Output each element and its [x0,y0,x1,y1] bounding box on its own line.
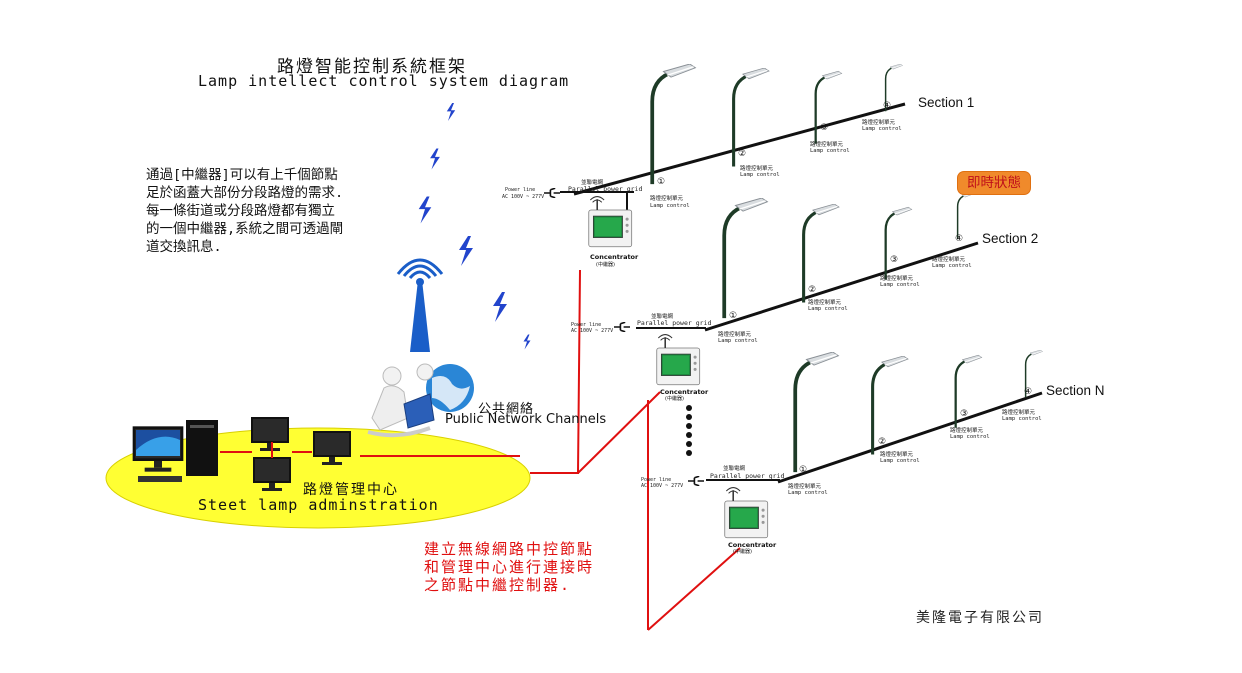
lamp-number: ② [878,437,886,447]
lamp-number: ② [808,285,816,295]
lamp-number: ③ [820,123,828,133]
wireless-bolts [418,103,531,350]
lamp-ctrl-zh: 路燈控制單元 [650,194,684,202]
grid-en-label: Parallel power grid [637,319,711,327]
lamp-ctrl-en: Lamp control [880,458,920,464]
section-2 [614,192,979,386]
section-n [688,350,1044,539]
section-1 [544,64,906,248]
company-name: 美隆電子有限公司 [916,610,1044,626]
lamp-ctrl-en: Lamp control [650,203,690,209]
lamp-number: ① [657,177,665,187]
lamp-ctrl-zh: 路燈控制單元 [880,450,914,458]
public-network-en: Public Network Channels [445,412,607,427]
lamp-pole [795,352,838,472]
title-zh: 路燈智能控制系統框架 [277,57,467,77]
globe-people-icon [367,363,474,438]
lamp-number: ③ [890,255,898,265]
concentrator-label: Concentrator [590,253,639,261]
lamp-ctrl-en: Lamp control [788,490,828,496]
pc-tower [186,420,218,476]
lamp-number: ① [729,311,737,321]
lamp-ctrl-zh: 路燈控制單元 [718,330,752,338]
concentrator-zh: (中繼器) [665,395,684,402]
power-line-label: Power line [571,322,601,328]
lamp-number: ④ [883,101,891,111]
lamp-pole [724,198,767,318]
realtime-status-bubble: 即時狀態 [958,172,1030,194]
lamp-ctrl-en: Lamp control [718,338,758,344]
lamp-ctrl-en: Lamp control [808,306,848,312]
lamp-number: ④ [955,234,963,244]
concentrator-label: Concentrator [728,541,777,549]
concentrator-zh: (中繼器) [596,261,615,268]
concentrator-zh: (中繼器) [733,548,752,555]
lamp-ctrl-zh: 路燈控制單元 [932,255,966,263]
lamp-ctrl-zh: 路燈控制單元 [880,274,914,282]
lamp-number: ④ [1024,387,1032,397]
grid-en-label: Parallel power grid [568,185,642,193]
lamp-pole [956,192,976,240]
power-spec-label: AC 100V ~ 277V [571,328,613,334]
lamp-number: ① [799,465,807,475]
grid-zh-label: 並聯電網 [581,178,604,186]
keyboard [138,476,182,482]
power-line-label: Power line [641,477,671,483]
admin-computers [132,417,351,491]
lamp-ctrl-en: Lamp control [1002,416,1042,422]
lamp-number: ③ [960,409,968,419]
title-en: Lamp intellect control system diagram [198,72,570,90]
section-2-label: Section 2 [982,231,1038,246]
section-1-label: Section 1 [918,95,974,110]
public-network-zh: 公共網絡 [478,402,535,417]
lamp-number: ② [738,149,746,159]
admin-center-zh: 路燈管理中心 [303,482,399,498]
concentrator-n [724,486,769,539]
lamp-ctrl-zh: 路燈控制單元 [788,482,822,490]
power-spec-label: AC 100V ~ 277V [502,194,544,200]
relay-note: 建立無線網路中控節點 和管理中心進行連接時 之節點中繼控制器. [424,540,595,594]
lamp-ctrl-en: Lamp control [810,148,850,154]
section-n-label: Section N [1046,383,1105,398]
power-line-label: Power line [505,187,535,193]
lamp-ctrl-zh: 路燈控制單元 [862,118,896,126]
power-spec-label: AC 100V ~ 277V [641,483,683,489]
lamp-ctrl-en: Lamp control [880,282,920,288]
concentrator-1 [588,196,633,248]
lamp-ctrl-zh: 路燈控制單元 [950,426,984,434]
lamp-ctrl-zh: 路燈控制單元 [810,140,844,148]
lamp-ctrl-zh: 路燈控制單元 [740,164,774,172]
lamp-ctrl-en: Lamp control [932,263,972,269]
wireless-tower-icon [396,258,444,352]
red-links [360,269,741,631]
lamp-ctrl-zh: 路燈控制單元 [1002,408,1036,416]
concentrator-label: Concentrator [660,388,709,396]
grid-zh-label: 並聯電網 [723,464,746,472]
grid-en-label: Parallel power grid [710,472,784,480]
more-sections-dots [686,405,692,456]
grid-zh-label: 並聯電網 [651,312,674,320]
description: 通過[中繼器]可以有上千個節點 足於函蓋大部份分段路燈的需求. 每一條街道或分段… [146,167,344,255]
concentrator-2 [656,333,701,386]
admin-center-en: Steet lamp adminstration [198,496,439,514]
lamp-ctrl-zh: 路燈控制單元 [808,298,842,306]
lamp-ctrl-en: Lamp control [862,126,902,132]
lamp-ctrl-en: Lamp control [950,434,990,440]
lamp-ctrl-en: Lamp control [740,172,780,178]
